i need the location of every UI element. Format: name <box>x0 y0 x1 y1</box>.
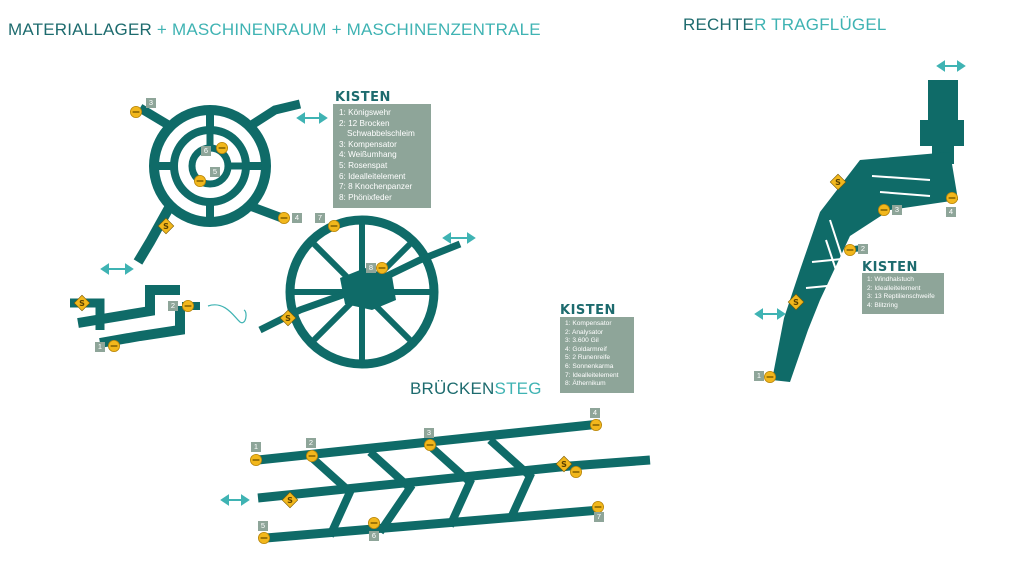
chest-icon[interactable] <box>591 500 605 514</box>
central-machine-hub <box>340 268 396 310</box>
chest-icon[interactable] <box>277 211 291 225</box>
map-title-rechter-tragfluegel: RECHTER TRAGFLÜGEL <box>683 15 887 35</box>
title-materiallager: MATERIALLAGER <box>8 20 152 39</box>
legend1-item: 6: Idealleitelement <box>339 171 406 181</box>
exit-arrow-icon[interactable] <box>220 494 250 506</box>
legend3-list: 1: Windhalstuch 2: Idealleitelement 3: 1… <box>867 276 939 310</box>
chest-number-marker: 4 <box>292 213 302 223</box>
chest-number-marker: 6 <box>201 146 211 156</box>
legend2-item: 5: 2 Runenreife <box>565 354 611 362</box>
legend3-item: 2: Idealleitelement <box>867 284 921 292</box>
legend3-heading: KISTEN <box>862 260 918 275</box>
chest-icon[interactable] <box>215 141 229 155</box>
exit-arrow-icon[interactable] <box>754 308 786 320</box>
legend1-item: 3: Kompensator <box>339 139 397 149</box>
legend2-item: 4: Goldarmreif <box>565 345 607 353</box>
chest-icon[interactable] <box>843 243 857 257</box>
legend3-box: 1: Windhalstuch 2: Idealleitelement 3: 1… <box>862 273 944 315</box>
chest-number-marker: 5 <box>258 521 268 531</box>
exit-arrow-icon[interactable] <box>442 232 476 244</box>
legend2-item: 7: Idealleitelement <box>565 371 619 379</box>
chest-number-marker: 8 <box>366 263 376 273</box>
legend2-list: 1: Kompensator 2: Analysator 3: 3.600 Gi… <box>565 320 629 389</box>
map-title-brueckensteg: BRÜCKENSTEG <box>410 379 542 399</box>
chest-icon[interactable] <box>423 438 437 452</box>
chest-number-marker: 3 <box>146 98 156 108</box>
title-maschinenzentrale: MASCHINENZENTRALE <box>346 20 541 39</box>
chest-icon[interactable] <box>107 339 121 353</box>
title-r-tragfluegel: R TRAGFLÜGEL <box>754 15 887 34</box>
chest-icon[interactable] <box>327 219 341 233</box>
chest-icon[interactable] <box>305 449 319 463</box>
legend1-item: Schwabbelschleim <box>347 129 415 139</box>
title-steg: STEG <box>494 379 542 398</box>
materiallager-map <box>133 99 302 265</box>
legend1-item: 8: Phönixfeder <box>339 192 392 202</box>
chest-icon[interactable] <box>367 516 381 530</box>
chest-number-marker: 2 <box>858 244 868 254</box>
chest-icon[interactable] <box>193 174 207 188</box>
legend1-item: 7: 8 Knochenpanzer <box>339 182 413 192</box>
title-maschinenraum: MASCHINENRAUM <box>171 20 327 39</box>
rechter-tragfluegel-map <box>772 80 964 382</box>
exit-arrow-icon[interactable] <box>936 60 966 72</box>
legend2-heading: KISTEN <box>560 303 616 318</box>
legend1-item: 1: Königswehr <box>339 108 391 117</box>
chest-icon[interactable] <box>945 191 959 205</box>
title-rechte: RECHTE <box>683 15 755 34</box>
chest-icon[interactable] <box>257 531 271 545</box>
chest-number-marker: 1 <box>251 442 261 452</box>
legend3-item: 1: Windhalstuch <box>867 276 914 283</box>
save-point-icon[interactable] <box>73 294 91 312</box>
chest-number-marker: 4 <box>946 207 956 217</box>
brueckensteg-map <box>257 419 651 543</box>
chest-number-marker: 7 <box>594 512 604 522</box>
chest-icon[interactable] <box>249 453 263 467</box>
legend3-item: 3: 13 Reptilienschweife <box>867 293 935 301</box>
legend3-item: 4: Blitzring <box>867 301 898 309</box>
exit-arrow-icon[interactable] <box>296 112 328 124</box>
title-plus: + <box>152 20 172 39</box>
chest-number-marker: 5 <box>210 167 220 177</box>
chest-icon[interactable] <box>375 261 389 275</box>
materiallager-lower-structure <box>70 285 247 348</box>
legend2-item: 2: Analysator <box>565 328 604 336</box>
chest-icon[interactable] <box>569 465 583 479</box>
chest-icon[interactable] <box>877 203 891 217</box>
legend1-list: 1: Königswehr 2: 12 Brocken Schwabbelsch… <box>339 108 425 203</box>
chest-number-marker: 1 <box>95 342 105 352</box>
legend2-box: 1: Kompensator 2: Analysator 3: 3.600 Gi… <box>560 317 634 393</box>
chest-icon[interactable] <box>763 370 777 384</box>
chest-number-marker: 1 <box>754 371 764 381</box>
chest-number-marker: 3 <box>892 205 902 215</box>
chest-icon[interactable] <box>181 299 195 313</box>
legend1-item: 4: Weißumhang <box>339 150 397 160</box>
chest-number-marker: 2 <box>168 301 178 311</box>
legend2-item: 1: Kompensator <box>565 320 612 327</box>
legend2-item: 3: 3.600 Gil <box>565 337 599 345</box>
chest-icon[interactable] <box>589 418 603 432</box>
chest-number-marker: 4 <box>590 408 600 418</box>
map-title-materiallager: MATERIALLAGER + MASCHINENRAUM + MASCHINE… <box>8 20 541 40</box>
legend1-heading: KISTEN <box>335 90 391 105</box>
chest-number-marker: 3 <box>424 428 434 438</box>
legend2-item: 6: Sonnenkarma <box>565 362 614 370</box>
chest-number-marker: 6 <box>369 531 379 541</box>
legend1-item: 5: Rosenspat <box>339 160 388 170</box>
chest-number-marker: 7 <box>315 213 325 223</box>
legend2-item: 8: Äthernikum <box>565 380 606 388</box>
legend1-box: 1: Königswehr 2: 12 Brocken Schwabbelsch… <box>333 104 431 209</box>
title-bruecken: BRÜCKEN <box>410 379 495 398</box>
title-plus: + <box>326 20 347 39</box>
legend1-item: 2: 12 Brocken <box>339 118 390 128</box>
exit-arrow-icon[interactable] <box>100 263 134 275</box>
chest-number-marker: 2 <box>306 438 316 448</box>
chest-icon[interactable] <box>129 105 143 119</box>
